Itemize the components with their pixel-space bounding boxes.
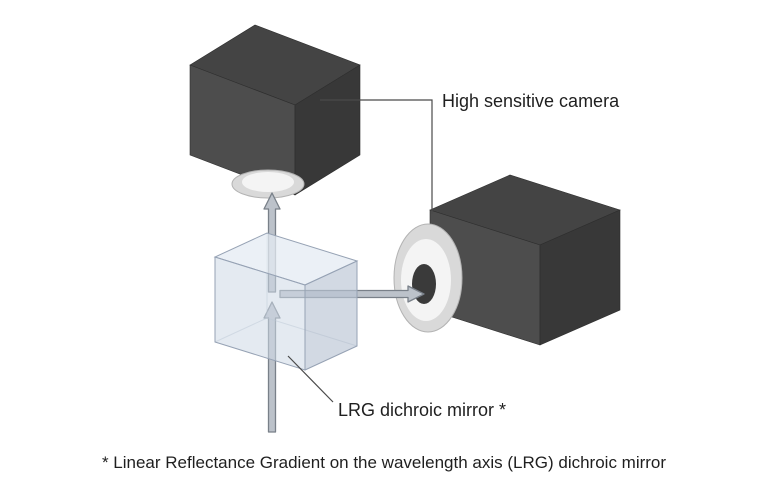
mirror-label: LRG dichroic mirror * — [338, 400, 506, 420]
right-camera — [393, 174, 621, 346]
top-camera-side-face — [294, 64, 361, 196]
camera-leader-line — [320, 99, 433, 214]
mirror-leader-line — [287, 355, 334, 403]
dichroic-mirror-cube — [213, 232, 359, 371]
mirror-side-face — [304, 260, 358, 371]
camera-label: High sensitive camera — [442, 91, 620, 111]
footnote: * Linear Reflectance Gradient on the wav… — [102, 453, 666, 472]
right-camera-side-face — [539, 209, 621, 346]
top-camera — [189, 24, 361, 199]
top-camera-lens-inner — [242, 172, 294, 192]
